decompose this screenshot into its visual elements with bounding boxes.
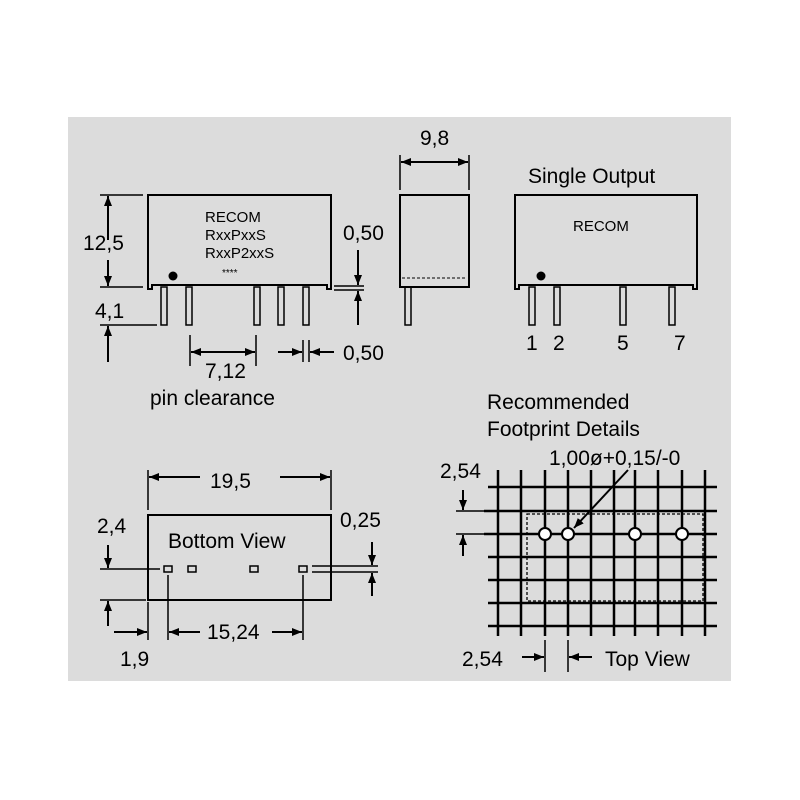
bottom-view: Bottom View 19,5 2,4 0,25 15,24 1,9	[97, 470, 381, 671]
module-body	[147, 194, 332, 290]
footprint-title-1: Recommended	[487, 391, 629, 414]
model-label-2: RxxP2xxS	[205, 245, 274, 262]
marking-label: ****	[222, 268, 238, 279]
pin-label-5: 5	[617, 332, 629, 355]
module-outline	[526, 513, 704, 602]
dim-grid-pitch-y: 2,54	[440, 460, 481, 483]
dim-length: 19,5	[210, 470, 251, 493]
pin-label-1: 1	[526, 332, 538, 355]
single-output-view: Single Output RECOM 1 2 5 7	[514, 165, 698, 355]
pin-label-2: 2	[553, 332, 565, 355]
dim-height: 12,5	[83, 232, 124, 255]
dim-pin-offset-x: 1,9	[120, 648, 149, 671]
dim-pin-span: 15,24	[207, 621, 260, 644]
hole-spec: 1,00ø+0,15/-0	[549, 447, 680, 470]
top-view-label: Top View	[605, 648, 691, 671]
pin1-marker-dot	[168, 271, 178, 281]
dim-pin-length: 4,1	[95, 300, 124, 323]
brand-label: RECOM	[573, 218, 629, 235]
single-output-title: Single Output	[528, 165, 655, 188]
dim-standoff: 0,50	[343, 222, 384, 245]
pad-holes	[538, 527, 689, 541]
hole-leader	[573, 469, 629, 529]
pin1-marker-dot	[536, 271, 546, 281]
dim-pin-clearance: 7,12	[205, 360, 246, 383]
model-label-1: RxxPxxS	[205, 227, 266, 244]
front-view: RECOM RxxPxxS RxxP2xxS **** 12,5 4,1 0,5…	[83, 194, 384, 410]
brand-label: RECOM	[205, 209, 261, 226]
dim-pin-offset-y: 2,4	[97, 515, 127, 538]
bottom-view-title: Bottom View	[168, 530, 286, 553]
dim-pin-width: 0,50	[343, 342, 384, 365]
pins	[160, 286, 310, 326]
footprint-view: Recommended Footprint Details 1,00ø+0,15…	[440, 391, 717, 672]
pin-label-7: 7	[674, 332, 686, 355]
dim-grid-pitch-x: 2,54	[462, 648, 503, 671]
dim-pin-size: 0,25	[340, 509, 381, 532]
footprint-title-2: Footprint Details	[487, 418, 640, 441]
dim-width: 9,8	[420, 127, 449, 150]
pin-clearance-label: pin clearance	[150, 387, 275, 410]
side-view: 9,8	[399, 127, 470, 326]
